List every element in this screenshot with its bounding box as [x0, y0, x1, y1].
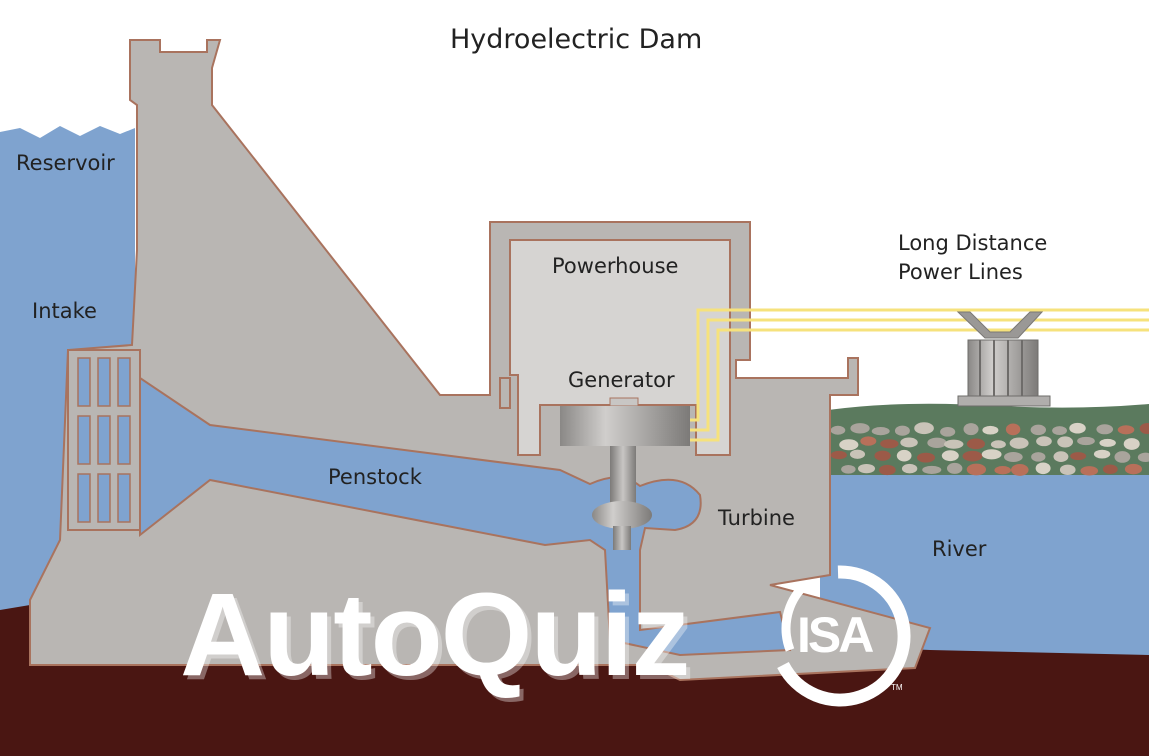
- label-turbine: Turbine: [717, 506, 795, 530]
- rock: [874, 450, 891, 461]
- rock: [1096, 424, 1114, 435]
- rock: [916, 452, 936, 463]
- rock: [1011, 463, 1029, 476]
- label-reservoir: Reservoir: [16, 151, 115, 175]
- river-bank: [828, 403, 1149, 475]
- rock: [839, 439, 859, 451]
- isa-trademark: TM: [891, 683, 903, 692]
- rock: [1102, 464, 1118, 475]
- turbine-shaft: [610, 446, 636, 506]
- rock: [946, 462, 963, 474]
- intake-grate: [67, 349, 141, 531]
- rock: [1077, 436, 1095, 446]
- rock: [1030, 424, 1047, 436]
- rock: [990, 440, 1006, 449]
- label-intake: Intake: [32, 299, 97, 323]
- rock: [830, 425, 846, 435]
- rock: [1099, 438, 1116, 447]
- rock: [880, 439, 899, 449]
- powerhouse-room: [509, 239, 731, 456]
- rock: [944, 439, 964, 449]
- rock: [963, 423, 979, 436]
- isa-logo: ISA TM: [777, 565, 911, 707]
- turbine-hub: [613, 526, 631, 550]
- rock: [1057, 436, 1074, 448]
- rock: [860, 436, 877, 446]
- rock: [878, 464, 896, 476]
- rock: [850, 423, 870, 434]
- rock: [1053, 451, 1069, 462]
- rock: [927, 437, 947, 449]
- rock: [1004, 451, 1023, 463]
- generator-cap: [609, 397, 639, 407]
- label-penstock: Penstock: [328, 465, 423, 489]
- rocks: [830, 422, 1149, 476]
- rock: [922, 465, 942, 474]
- rock: [966, 463, 987, 476]
- label-river: River: [932, 537, 987, 561]
- rock: [871, 426, 890, 436]
- rock: [1031, 452, 1046, 462]
- rock: [941, 450, 959, 462]
- label-generator: Generator: [568, 368, 675, 392]
- rock: [981, 449, 1002, 460]
- rock: [1036, 436, 1052, 447]
- rock: [962, 450, 983, 462]
- rock: [1070, 452, 1087, 461]
- autoquiz-wordmark: AutoQuiz: [180, 569, 688, 701]
- autoquiz-shadow: AutoQuiz: [184, 573, 692, 705]
- label-power-lines-line1: Long Distance: [898, 231, 1047, 255]
- rock: [966, 438, 986, 450]
- rock: [1080, 466, 1099, 476]
- rock: [894, 425, 910, 436]
- diagram-title: Hydroelectric Dam: [450, 24, 702, 55]
- powerhouse-window: [499, 377, 511, 409]
- rock: [1035, 462, 1051, 475]
- rock: [1069, 422, 1086, 434]
- rock: [896, 449, 912, 462]
- rock: [849, 449, 866, 459]
- rock: [1139, 422, 1149, 435]
- transformer-icon: [956, 311, 1051, 407]
- rock: [901, 463, 918, 474]
- rock: [1052, 426, 1067, 436]
- rock: [857, 463, 876, 474]
- rock: [900, 437, 918, 448]
- rock: [1123, 438, 1140, 450]
- turbine-runner: [592, 501, 652, 529]
- label-power-lines-line2: Power Lines: [898, 260, 1023, 284]
- rock: [1093, 449, 1111, 459]
- isa-logo-text: ISA: [797, 607, 873, 663]
- rock: [1005, 423, 1021, 436]
- rock: [940, 426, 956, 437]
- power-lines: [688, 308, 1149, 442]
- rock: [1117, 425, 1135, 435]
- rock: [830, 450, 847, 460]
- rock: [1137, 452, 1149, 463]
- rock: [994, 466, 1011, 475]
- rock: [1009, 437, 1029, 449]
- label-powerhouse: Powerhouse: [552, 254, 678, 278]
- rock: [914, 422, 934, 435]
- rock: [1124, 463, 1143, 475]
- dam-structure: [29, 39, 932, 682]
- rock: [1059, 464, 1076, 476]
- rock: [982, 425, 999, 435]
- rock: [841, 464, 856, 474]
- rock: [1114, 451, 1131, 463]
- generator: [560, 406, 690, 446]
